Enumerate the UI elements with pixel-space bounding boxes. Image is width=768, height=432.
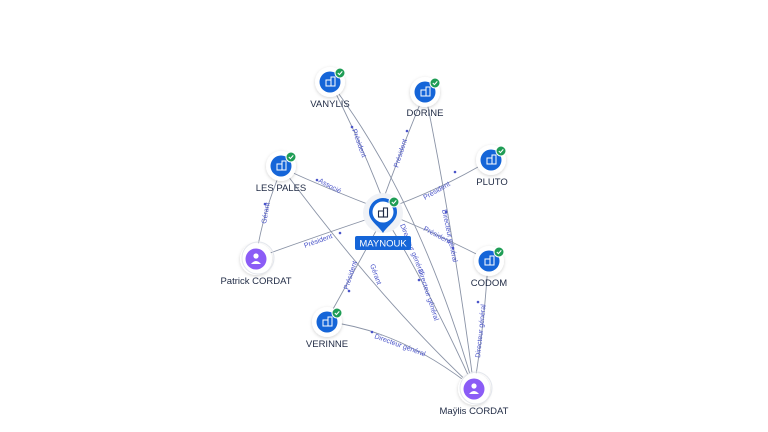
verified-check-icon [388,196,400,208]
focus-label-bg [355,236,411,250]
edge-maylis-dorine[interactable] [424,91,475,389]
verified-check-icon [493,246,505,258]
edges [255,81,491,389]
edge-label-maylis-dg-verinne: Directeur général [373,333,426,358]
verified-check-icon [429,77,441,89]
node-vanylis[interactable]: VANYLIS [310,67,350,110]
node-patrick-cordat[interactable]: Patrick CORDAT [220,241,292,287]
building-icon [484,255,495,266]
verified-check-icon [495,145,507,157]
building-icon [377,207,389,218]
node-maylis-cordat[interactable]: Maÿlis CORDAT [440,371,509,417]
edge-label-patrick-lespales: Gérant [261,202,272,224]
node-pluto[interactable]: PLUTO [476,145,508,188]
building-icon [420,86,431,97]
edge-label-pluto: Président [423,181,452,202]
edge-maylis-maynouk[interactable] [382,213,475,389]
edge-arrows [263,125,480,334]
edge-maylis-verinne[interactable] [327,321,475,389]
node-label: VERINNE [306,339,348,350]
node-label: VANYLIS [310,99,349,110]
verified-check-icon [331,307,343,319]
building-icon [322,316,333,327]
node-label: CODOM [471,278,508,289]
building-icon [325,76,336,87]
building-icon [276,160,287,171]
edge-label-vanylis: Président [350,128,367,158]
edge-label-dorine: Président [393,138,409,168]
node-les-pales[interactable]: LES PALES [256,151,307,194]
verified-check-icon [285,151,297,163]
edge-label-lespales: Associé [317,178,342,196]
node-dorine[interactable]: DORINE [407,77,444,119]
verified-check-icon [334,67,346,79]
person-icon [251,253,261,264]
edge-maylis-vanylis[interactable] [329,81,475,389]
node-label: DORINE [407,108,444,119]
focus-label: MAYNOUK [359,239,407,250]
node-label: LES PALES [256,183,307,194]
edge-label-maylis-gerant: Gérant [368,263,382,286]
edge-maylis-lespales[interactable] [281,167,475,389]
node-label: PLUTO [476,177,508,188]
node-label: Maÿlis CORDAT [440,406,509,417]
node-codom[interactable]: CODOM [471,246,508,289]
building-icon [486,154,497,165]
node-verinne[interactable]: VERINNE [306,307,348,350]
person-icon [469,383,479,394]
node-label: Patrick CORDAT [220,276,291,287]
focus-node-maynouk[interactable]: MAYNOUK [355,193,411,250]
edge-label-verinne: Président [343,260,359,290]
edge-label-maylis-dg-codom: Directeur général [475,304,488,359]
